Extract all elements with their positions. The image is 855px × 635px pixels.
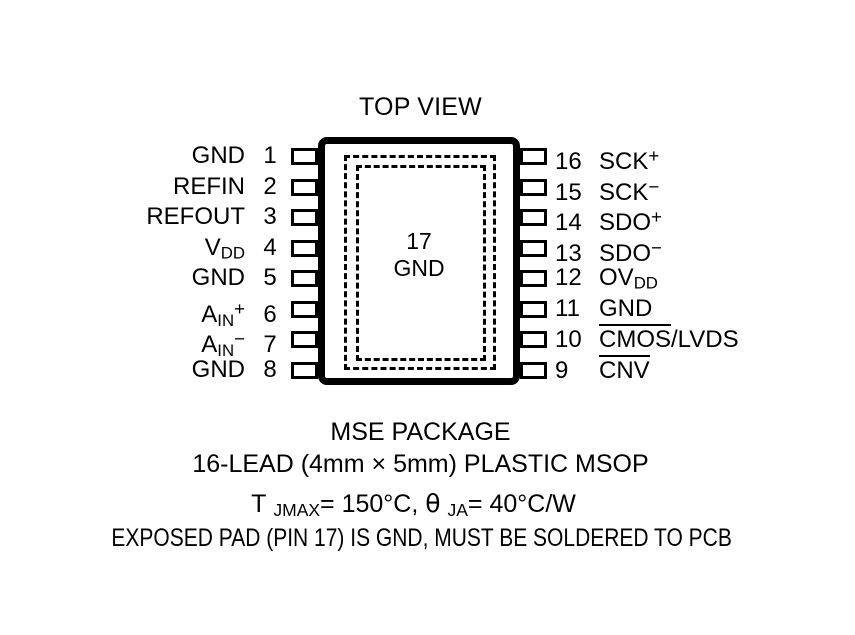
pin-label-row-12: 12 OVDD	[555, 263, 658, 293]
pin-stub-14	[520, 209, 547, 226]
pin-name-6: AIN+	[201, 297, 245, 330]
pin-label-superscript: +	[234, 297, 245, 319]
pin-name-1: GND	[191, 142, 245, 169]
pin-name-16: SCK+	[599, 145, 660, 176]
pin-number-7: 7	[263, 331, 277, 359]
thermal-spec-text: T JMAX = 150°C, θ JA = 40°C/W	[251, 489, 583, 520]
package-description-text: 16-LEAD (4mm × 5mm) PLASTIC MSOP	[192, 450, 649, 478]
exposed-pad-label: 17 GND	[318, 228, 520, 282]
pin-name-4: VDD	[204, 233, 245, 263]
pin-number-9: 9	[555, 356, 569, 384]
pin-stub-8	[291, 361, 318, 379]
tjmax-symbol: T	[251, 490, 267, 518]
pin-number-16: 16	[555, 148, 582, 176]
exposed-pad-outer-dashed-rect	[344, 155, 496, 370]
pin-name-9: CNV	[599, 354, 650, 386]
pin-label-row-14: 14 SDO+	[555, 202, 662, 236]
pin-name-12: OVDD	[599, 264, 658, 293]
pin-number-14: 14	[555, 209, 582, 237]
pin-stub-3	[291, 209, 318, 226]
pin-label-row-3: REFOUT 3	[0, 202, 287, 232]
pin-label-overbar: CNV	[599, 354, 650, 384]
pin-name-2: REFIN	[173, 172, 245, 200]
tjmax-value: = 150°C,	[313, 490, 426, 518]
pin-label-row-2: REFIN 2	[0, 172, 287, 202]
pin-label-superscript: +	[648, 145, 660, 166]
pin-label-row-16: 16 SCK+	[555, 141, 659, 175]
pin-number-3: 3	[263, 203, 277, 230]
pin-label-superscript: −	[648, 175, 660, 197]
theta-symbol: θ	[425, 489, 441, 518]
theta-value: = 40°C/W	[460, 490, 576, 518]
pin-stub-7	[291, 331, 318, 348]
pin-number-5: 5	[263, 264, 277, 291]
package-body-outline	[318, 137, 520, 385]
pin-label-superscript: +	[651, 206, 662, 227]
pin-label-row-6: AIN+ 6	[0, 294, 287, 330]
pin-name-11: GND	[599, 294, 653, 322]
exposed-pad-net-name: GND	[393, 255, 445, 281]
pin-name-10: CMOS/LVDS	[599, 324, 739, 353]
pin-label-subscript: DD	[633, 273, 658, 293]
pin-name-13: SDO−	[599, 236, 662, 267]
pin-stub-5	[291, 270, 318, 287]
pin-number-2: 2	[263, 172, 277, 200]
pin-stub-4	[291, 239, 318, 257]
pin-number-13: 13	[555, 239, 582, 267]
exposed-pad-note-caption: EXPOSED PAD (PIN 17) IS GND, MUST BE SOL…	[68, 524, 786, 553]
pin-label-row-11: 11 GND	[555, 294, 652, 324]
pin-name-3: REFOUT	[146, 203, 245, 230]
pin-label-superscript: −	[651, 236, 662, 258]
exposed-pad-pin-number: 17	[406, 228, 432, 254]
pin-label-overbar: CMOS	[599, 324, 671, 353]
pin-label-row-10: 10 CMOS/LVDS	[555, 324, 739, 354]
pin-label-subscript: DD	[220, 243, 245, 263]
pin-name-15: SCK−	[599, 175, 660, 206]
pin-name-14: SDO+	[599, 206, 662, 237]
top-view-title: TOP VIEW	[0, 93, 855, 122]
pin-label-row-7: AIN− 7	[0, 324, 287, 360]
pin-stub-15	[520, 178, 547, 196]
pin-label-superscript: −	[234, 328, 245, 349]
pin-number-12: 12	[555, 264, 582, 291]
pin-number-1: 1	[263, 142, 277, 169]
pin-number-6: 6	[263, 300, 277, 328]
pin-label-row-5: GND 5	[0, 263, 287, 293]
package-name-caption: MSE PACKAGE	[0, 418, 855, 447]
pin-stub-2	[291, 178, 318, 196]
pin-label-row-15: 15 SCK−	[555, 172, 659, 206]
pin-name-7: AIN−	[201, 328, 245, 360]
pin-stub-12	[520, 270, 547, 287]
pin-stub-10	[520, 331, 547, 348]
pin-label-subscript: IN	[217, 310, 235, 330]
theta-subscript: JA	[447, 499, 468, 520]
pin-label-row-9: 9 CNV	[555, 354, 650, 386]
exposed-pad-inner-dashed-rect	[356, 165, 486, 361]
pin-label-row-8: GND 8	[0, 355, 287, 385]
pin-name-5: GND	[191, 264, 245, 291]
pin-stub-9	[520, 361, 547, 379]
pin-number-8: 8	[263, 355, 277, 383]
package-name-text: MSE PACKAGE	[330, 418, 511, 446]
pin-label-row-4: VDD 4	[0, 233, 287, 263]
pin-label-subscript: IN	[217, 340, 235, 360]
tjmax-subscript: JMAX	[273, 499, 321, 520]
thermal-spec-caption: T JMAX = 150°C, θ JA = 40°C/W	[0, 489, 855, 521]
pin-stub-13	[520, 239, 547, 257]
exposed-pad-note-text: EXPOSED PAD (PIN 17) IS GND, MUST BE SOL…	[111, 524, 732, 552]
pin-number-4: 4	[263, 233, 277, 261]
pin-label-row-13: 13 SDO−	[555, 233, 662, 267]
pin-stub-16	[520, 148, 547, 165]
pin-stub-1	[291, 148, 318, 165]
pin-number-10: 10	[555, 326, 582, 353]
pin-stub-6	[291, 300, 318, 318]
pin-label-row-1: GND 1	[0, 141, 287, 171]
top-view-title-text: TOP VIEW	[359, 93, 482, 121]
pin-stub-11	[520, 300, 547, 318]
package-description-caption: 16-LEAD (4mm × 5mm) PLASTIC MSOP	[0, 450, 855, 479]
pin-number-15: 15	[555, 178, 582, 206]
pin-name-8: GND	[191, 355, 245, 383]
pin-number-11: 11	[555, 294, 580, 322]
